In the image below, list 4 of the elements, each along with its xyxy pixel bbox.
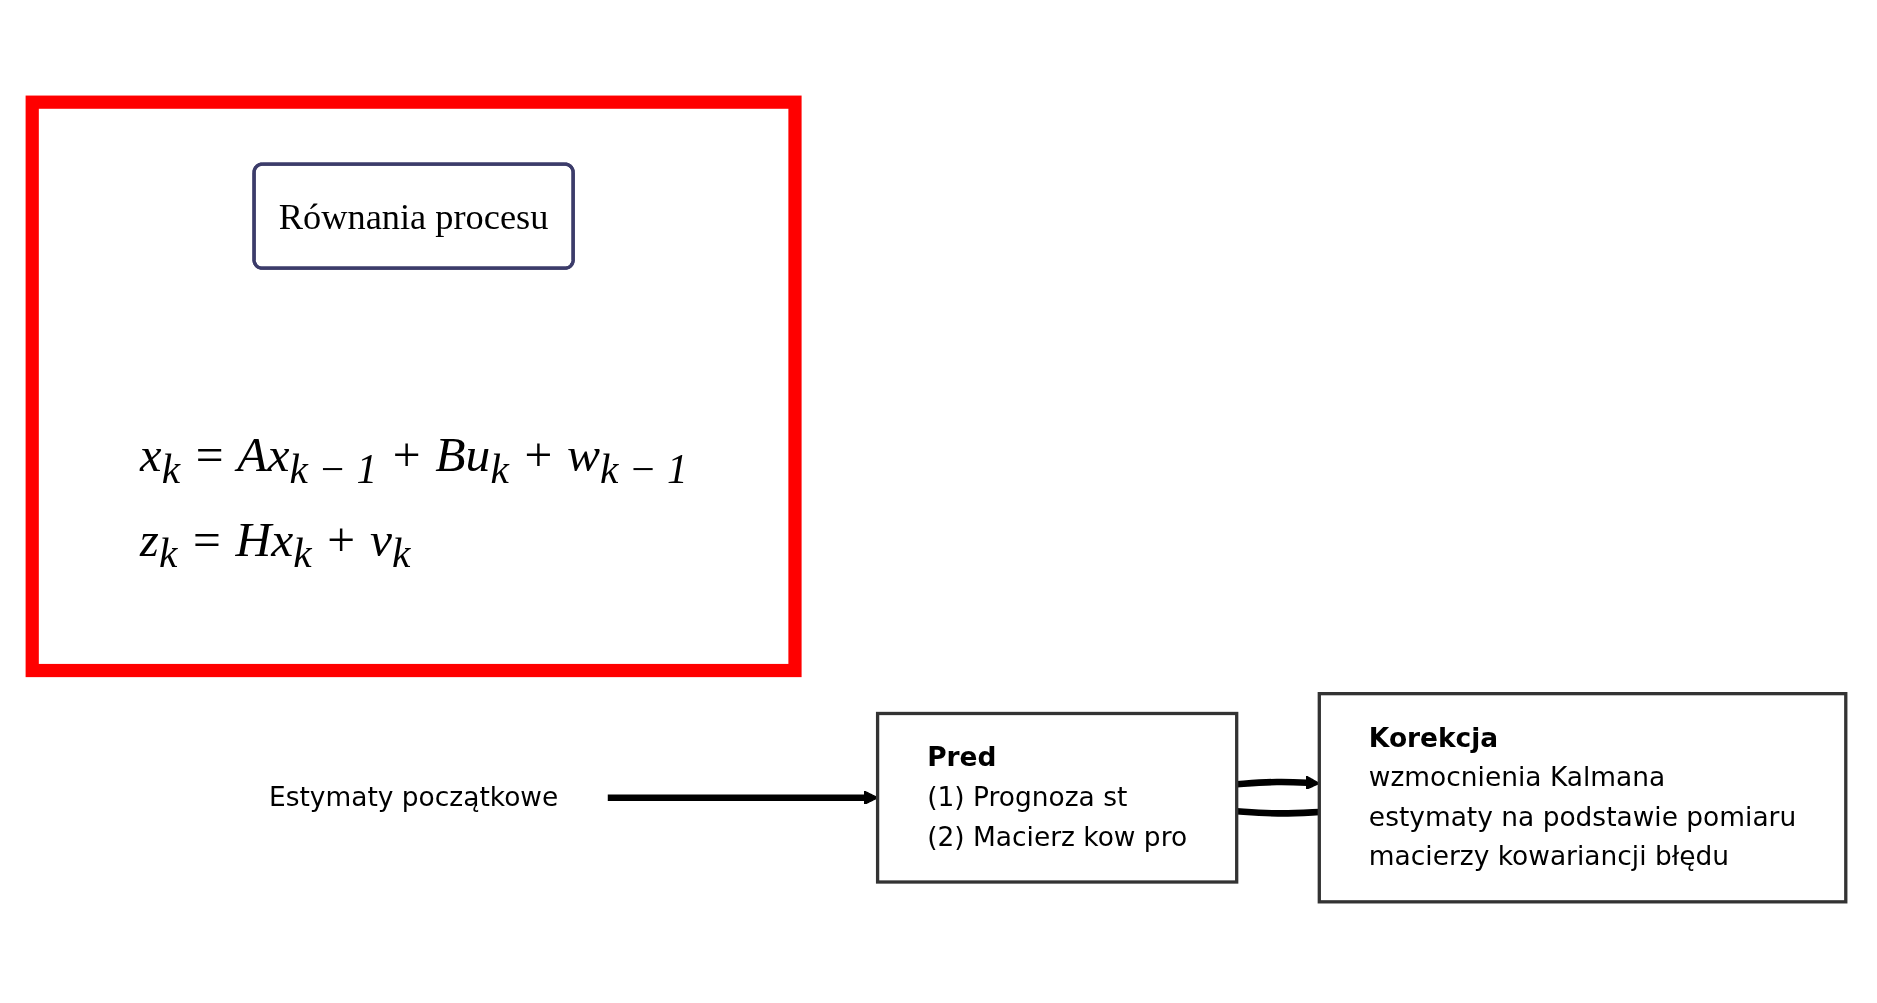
connector bbox=[1235, 807, 1319, 817]
node-box: Pred (1) Prognoza st (2) Macierz kow pro bbox=[875, 711, 1238, 884]
node-text: Estymaty początkowe bbox=[268, 780, 558, 813]
node-box: Korekcja wzmocnienia Kalmana estymaty na podstawie pomiaru macierzy kowariancji błędu bbox=[1317, 691, 1847, 903]
